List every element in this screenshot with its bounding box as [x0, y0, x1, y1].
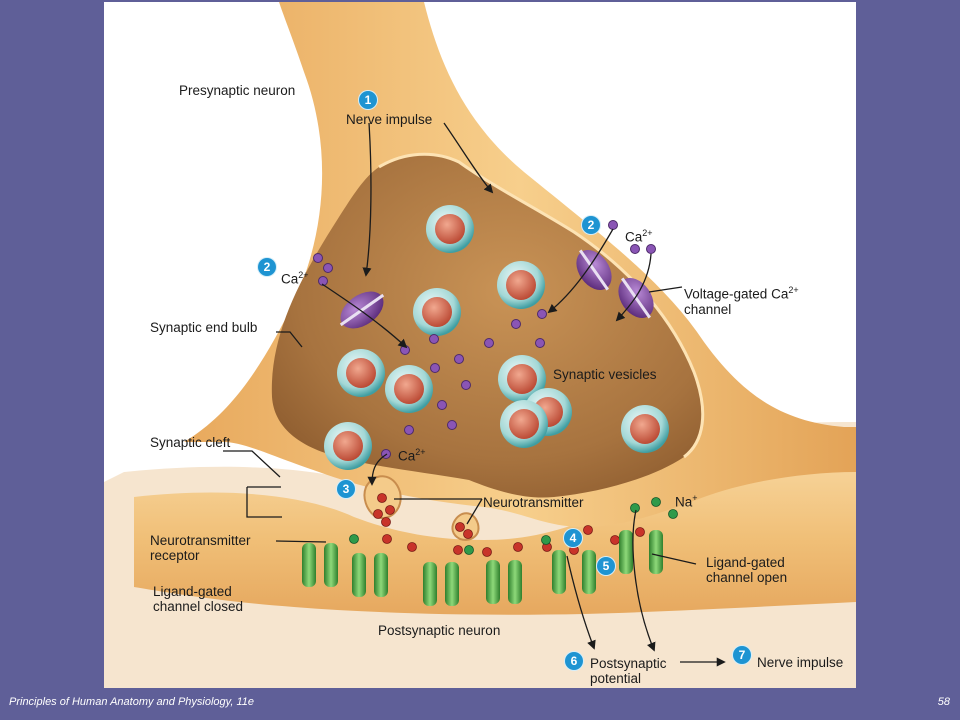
neurotransmitter-molecule	[463, 529, 473, 539]
ligand-gated-channel-closed	[486, 560, 522, 604]
sodium-ion	[464, 545, 474, 555]
calcium-ion	[429, 334, 439, 344]
neurotransmitter-molecule	[453, 545, 463, 555]
neurotransmitter-molecule	[382, 534, 392, 544]
neurotransmitter-molecule	[513, 542, 523, 552]
end-bulb-interior	[271, 154, 703, 498]
ligand-gated-channel-closed	[302, 543, 338, 587]
label-ca-right: Ca2+	[625, 228, 653, 245]
neurotransmitter-molecule	[610, 535, 620, 545]
synaptic-vesicle	[413, 288, 461, 336]
neurotransmitter-molecule	[373, 509, 383, 519]
label-neurotransmitter: Neurotransmitter	[483, 495, 584, 510]
calcium-ion	[454, 354, 464, 364]
label-synaptic-vesicles: Synaptic vesicles	[553, 367, 657, 382]
calcium-ion	[646, 244, 656, 254]
synaptic-vesicle	[500, 400, 548, 448]
synaptic-vesicle	[621, 405, 669, 453]
neurotransmitter-molecule	[482, 547, 492, 557]
calcium-ion	[461, 380, 471, 390]
calcium-ion	[323, 263, 333, 273]
label-synaptic-cleft: Synaptic cleft	[150, 435, 231, 450]
synaptic-vesicle	[385, 365, 433, 413]
synaptic-vesicle	[426, 205, 474, 253]
ligand-gated-channel-open	[552, 550, 596, 594]
step-badge-5: 5	[597, 557, 615, 575]
step-badge-1: 1	[359, 91, 377, 109]
calcium-ion	[608, 220, 618, 230]
calcium-ion	[318, 276, 328, 286]
calcium-ion	[404, 425, 414, 435]
calcium-ion	[511, 319, 521, 329]
sodium-ion	[630, 503, 640, 513]
calcium-ion	[437, 400, 447, 410]
label-voltage-gated-channel: Voltage-gated Ca2+channel	[684, 285, 799, 317]
calcium-ion	[430, 363, 440, 373]
sodium-ions	[349, 497, 678, 555]
synaptic-vesicle	[324, 422, 372, 470]
ligand-gated-channel-open	[619, 530, 663, 574]
synapse-illustration	[104, 2, 856, 688]
calcium-ions	[313, 220, 656, 459]
step-badge-3: 3	[337, 480, 355, 498]
calcium-ion	[447, 420, 457, 430]
ligand-gated-channel-closed	[423, 562, 459, 606]
step-badge-2-left: 2	[258, 258, 276, 276]
label-na: Na+	[675, 493, 698, 510]
synaptic-vesicle	[337, 349, 385, 397]
ligand-gated-channel-closed	[352, 553, 388, 597]
neurotransmitter-molecule	[385, 505, 395, 515]
label-nerve-impulse-bottom: Nerve impulse	[757, 655, 844, 670]
neurotransmitter-molecule	[377, 493, 387, 503]
calcium-ion	[535, 338, 545, 348]
footer-page-number: 58	[937, 696, 950, 708]
sodium-ion	[541, 535, 551, 545]
sodium-ion	[668, 509, 678, 519]
label-ca-left: Ca2+	[281, 270, 309, 287]
label-nerve-impulse-top: Nerve impulse	[346, 112, 433, 127]
calcium-ion	[484, 338, 494, 348]
voltage-gated-channel	[576, 249, 612, 291]
label-ca-bottom: Ca2+	[398, 447, 426, 464]
neurotransmitter-molecule	[381, 517, 391, 527]
calcium-ion	[537, 309, 547, 319]
synaptic-vesicle	[498, 355, 546, 403]
diagram-panel: Presynaptic neuron Nerve impulse Ca2+ Ca…	[104, 2, 856, 688]
footer-book-title: Principles of Human Anatomy and Physiolo…	[9, 696, 254, 708]
calcium-ion	[313, 253, 323, 263]
step-badge-6: 6	[565, 652, 583, 670]
synaptic-vesicle	[497, 261, 545, 309]
neurotransmitter-molecule	[583, 525, 593, 535]
neurotransmitter-molecule	[407, 542, 417, 552]
calcium-ion	[630, 244, 640, 254]
sodium-ion	[349, 534, 359, 544]
leader-lines	[223, 122, 726, 667]
label-synaptic-end-bulb: Synaptic end bulb	[150, 320, 258, 335]
label-presynaptic-neuron: Presynaptic neuron	[179, 83, 296, 98]
ligand-gated-channels	[302, 530, 663, 606]
neurotransmitter-molecule	[455, 522, 465, 532]
synaptic-vesicles	[324, 205, 669, 470]
label-postsynaptic-neuron: Postsynaptic neuron	[378, 623, 501, 638]
step-badge-7: 7	[733, 646, 751, 664]
step-badge-2-right: 2	[582, 216, 600, 234]
neurotransmitter-molecule	[635, 527, 645, 537]
end-bulb-membrane-highlight	[378, 152, 705, 459]
sodium-ion	[651, 497, 661, 507]
step-badge-4: 4	[564, 529, 582, 547]
